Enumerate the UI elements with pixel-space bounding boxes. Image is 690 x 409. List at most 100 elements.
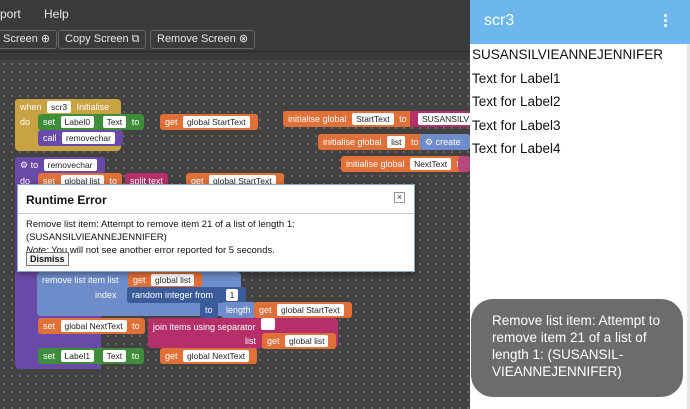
variable-name-field[interactable]: StartText	[352, 113, 394, 125]
overflow-menu-icon[interactable]	[664, 14, 668, 28]
variable-dropdown[interactable]: global NextText	[183, 350, 250, 362]
remove-list-item-keyword: remove list item	[42, 275, 106, 285]
variable-dropdown[interactable]: global StartText	[277, 304, 344, 316]
note-text: You will not see another error reported …	[48, 245, 275, 256]
gear-icon[interactable]: ⚙	[20, 160, 29, 170]
event-name: Initialise	[76, 102, 110, 112]
join-items-keyword: join items using separator	[153, 322, 256, 332]
error-message-text: Remove list item: Attempt to remove item…	[26, 219, 295, 243]
note-label: Note:	[26, 245, 49, 256]
get-keyword: get	[191, 176, 204, 186]
component-dropdown[interactable]: scr3	[47, 101, 72, 113]
add-screen-button[interactable]: Screen⊕	[0, 30, 58, 49]
variable-name-field[interactable]: NextText	[410, 158, 452, 170]
procedure-name-field[interactable]: removechar	[43, 159, 97, 171]
to-keyword: to	[131, 351, 140, 361]
remove-screen-label: Remove Screen	[157, 33, 236, 45]
get-global-starttext-block[interactable]: get global StartText	[160, 114, 258, 130]
random-integer-keyword: random integer from	[132, 290, 214, 300]
set-keyword: set	[43, 176, 56, 186]
random-integer-block[interactable]: random integer from 1	[127, 287, 247, 303]
label3: Text for Label3	[472, 117, 561, 133]
to-keyword: to	[132, 321, 140, 331]
text-literal-field[interactable]: SUSANSILV	[418, 113, 470, 125]
component-dropdown[interactable]: Label0	[60, 116, 95, 128]
toolbar: Screen⊕ Copy Screen⧉ Remove Screen⊗	[0, 28, 470, 52]
number-field[interactable]: 1	[225, 289, 239, 301]
close-circle-icon: ⊗	[238, 33, 249, 45]
init-global-list-block[interactable]: initialise global list to	[318, 134, 424, 150]
screen-title: scr3	[484, 12, 515, 29]
get-global-list-block[interactable]: get global list	[128, 272, 203, 288]
text-literal-block[interactable]: SUSANSILV	[410, 111, 470, 127]
init-global-nexttext-block[interactable]: initialise global NextText to	[341, 156, 470, 172]
length-keyword: length	[226, 305, 251, 315]
when-scr3-initialise-block[interactable]: when scr3 Initialise	[15, 99, 115, 115]
get-keyword: get	[133, 275, 146, 285]
to-keyword: to	[410, 137, 419, 147]
list-keyword-block: list	[240, 333, 261, 349]
separator-field[interactable]	[261, 318, 276, 330]
variable-dropdown[interactable]: global list	[285, 335, 329, 347]
remove-screen-button[interactable]: Remove Screen⊗	[150, 30, 256, 49]
to-keyword: to	[30, 160, 39, 170]
do-keyword: do	[20, 117, 31, 127]
phone-scrollbar[interactable]	[687, 44, 690, 409]
join-items-block[interactable]: join items using separator	[148, 318, 284, 334]
create-keyword: create	[435, 137, 461, 147]
to-keyword-block: to	[200, 302, 218, 318]
error-toast: Remove list item: Attempt to remove item…	[471, 299, 683, 397]
call-removechar-block[interactable]: call removechar	[38, 130, 123, 146]
dialog-divider	[18, 213, 414, 214]
menu-item-help[interactable]: Help	[44, 7, 69, 21]
menu-item-export[interactable]: port	[0, 7, 21, 21]
label-list: SUSANSILVIEANNEJENNIFER Text for Label1 …	[472, 46, 663, 164]
text-literal-block[interactable]	[458, 156, 470, 172]
property-dropdown[interactable]: Text	[102, 350, 127, 362]
index-label: index	[90, 287, 122, 303]
get-keyword: get	[165, 117, 178, 127]
remove-list-item-block[interactable]: remove list item list	[37, 272, 124, 288]
get-keyword: get	[259, 305, 272, 315]
variable-dropdown[interactable]: global StartText	[183, 116, 250, 128]
variable-dropdown[interactable]: global NextText	[60, 320, 127, 332]
to-keyword: to	[109, 176, 117, 186]
label2: Text for Label2	[472, 94, 561, 109]
set-global-nexttext-block[interactable]: set global NextText to	[38, 318, 145, 334]
set-label1-text-block[interactable]: set Label1 Text to	[38, 348, 145, 364]
procedure-header[interactable]: ⚙ to removechar	[15, 157, 105, 173]
set-label0-text-block[interactable]: set Label0 Text to	[38, 114, 145, 130]
gear-icon[interactable]: ⚙	[425, 137, 434, 147]
error-note: Note: You will not see another error rep…	[26, 244, 414, 257]
property-dropdown[interactable]: Text	[102, 116, 127, 128]
get-global-nexttext-block[interactable]: get global NextText	[160, 348, 258, 364]
copy-icon: ⧉	[131, 33, 140, 45]
create-list-block[interactable]: ⚙ create	[420, 134, 470, 150]
do-keyword-block: do	[15, 114, 33, 130]
get-keyword: get	[165, 351, 178, 361]
copy-screen-button[interactable]: Copy Screen⧉	[58, 30, 147, 49]
add-screen-label: Screen	[3, 33, 38, 45]
index-keyword: index	[95, 290, 117, 300]
dismiss-button[interactable]: Dismiss	[26, 252, 69, 266]
component-dropdown[interactable]: Label1	[60, 350, 95, 362]
do-keyword: do	[20, 176, 31, 186]
close-icon[interactable]: ×	[394, 192, 405, 203]
phone-title-bar: scr3	[470, 0, 690, 44]
to-keyword: to	[205, 305, 213, 315]
variable-dropdown[interactable]: global list	[151, 274, 195, 286]
procedure-dropdown[interactable]: removechar	[62, 132, 115, 144]
init-global-keyword: initialise global	[346, 159, 405, 169]
get-keyword: get	[267, 336, 280, 346]
list-keyword: list	[245, 336, 256, 346]
get-global-starttext-block[interactable]: get global StartText	[254, 302, 352, 318]
copy-screen-label: Copy Screen	[65, 33, 129, 45]
length-of-list-block[interactable]: length	[221, 302, 256, 318]
list-keyword: list	[107, 275, 119, 285]
variable-name-field[interactable]: list	[387, 136, 406, 148]
label1: Text for Label1	[472, 70, 561, 86]
get-global-list-block[interactable]: get global list	[262, 333, 337, 349]
init-global-keyword: initialise global	[288, 114, 347, 124]
init-global-starttext-block[interactable]: initialise global StartText to	[283, 111, 412, 127]
dialog-title: Runtime Error	[26, 193, 107, 207]
